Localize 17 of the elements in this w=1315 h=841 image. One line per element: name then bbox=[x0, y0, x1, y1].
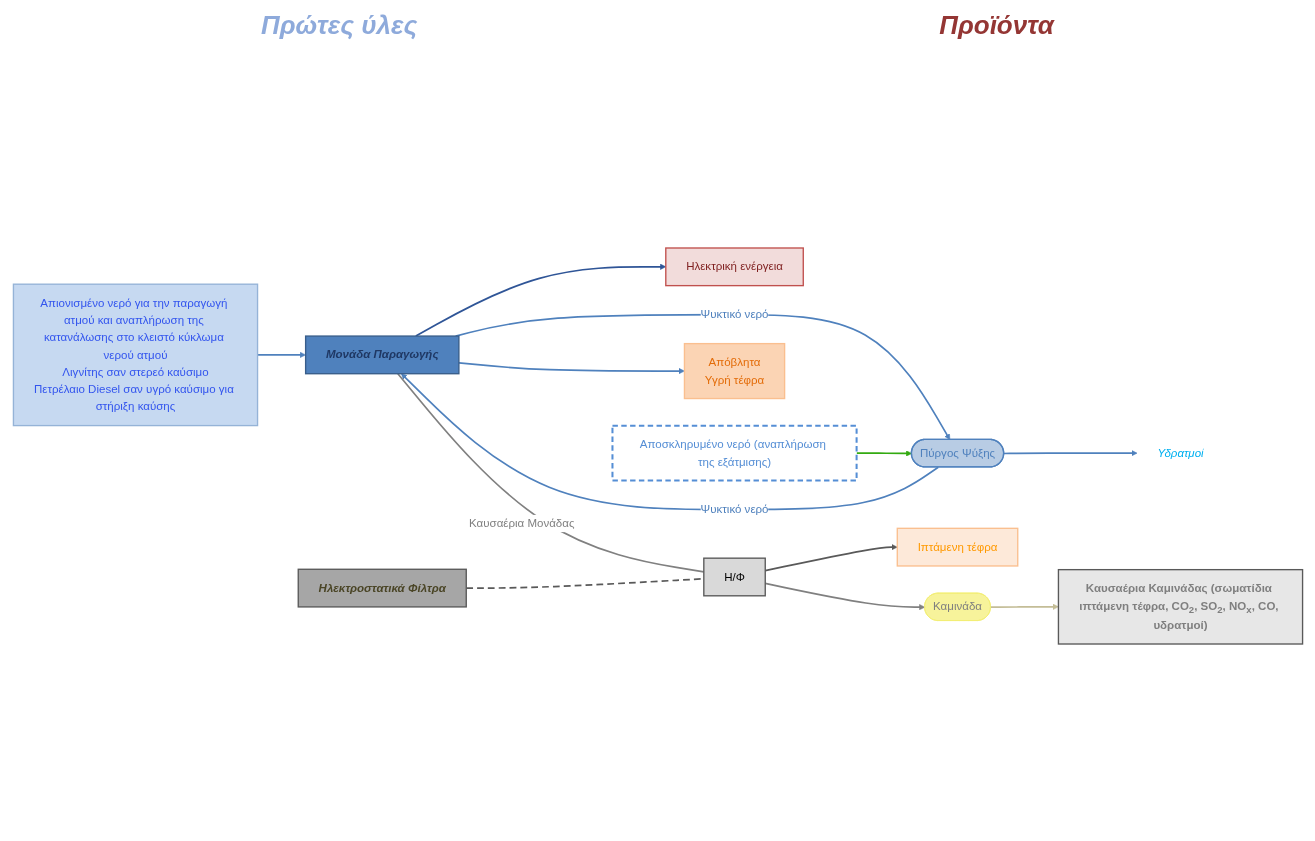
node-box: Απόβλητα Υγρή τέφρα bbox=[683, 342, 785, 399]
arrow bbox=[414, 263, 666, 337]
node-box: Απιονισμένο νερό για την παραγωγή ατμού και αναπλήρωση της κατανάλωσης στο κλειστό κύκλωμα νερού ατμού Λιγνίτης σαν στερεό καύσιμο Πετρέλαιο Diesel σαν υγρό καύσιμο για στήριξη καύσης bbox=[12, 283, 258, 426]
node-box: Καυσαέρια Καμινάδας (σωματίδια ιπτάμενη τέφρα, CO$_{2}$, SO$_{2}$, NO$_{x}$, CO, υδρατμοί) bbox=[1057, 568, 1303, 645]
node-box: Ιπτάμενη τέφρα bbox=[896, 527, 1018, 567]
edge-label: Καυσαέρια Μονάδας bbox=[468, 516, 575, 530]
node-box: Μονάδα Παραγωγής bbox=[304, 334, 460, 374]
edge-label: Ψυκτικό νερό bbox=[700, 502, 768, 516]
node-text: Υδρατμοί bbox=[1156, 446, 1204, 459]
node-box: Ηλεκτροστατικά Φίλτρα bbox=[297, 568, 467, 608]
edge-label: Ψυκτικό νερό bbox=[700, 307, 768, 321]
node-box: Αποσκληρυμένο νερό (αναπλήρωση της εξάτμισης) bbox=[610, 424, 858, 482]
section-heading: Προϊόντα bbox=[939, 9, 1054, 41]
node-box: Ηλεκτρική ενέργεια bbox=[664, 246, 804, 286]
node-box: Η/Φ bbox=[702, 557, 766, 596]
arrow bbox=[400, 372, 939, 510]
section-heading: Πρώτες ύλες bbox=[261, 9, 418, 41]
